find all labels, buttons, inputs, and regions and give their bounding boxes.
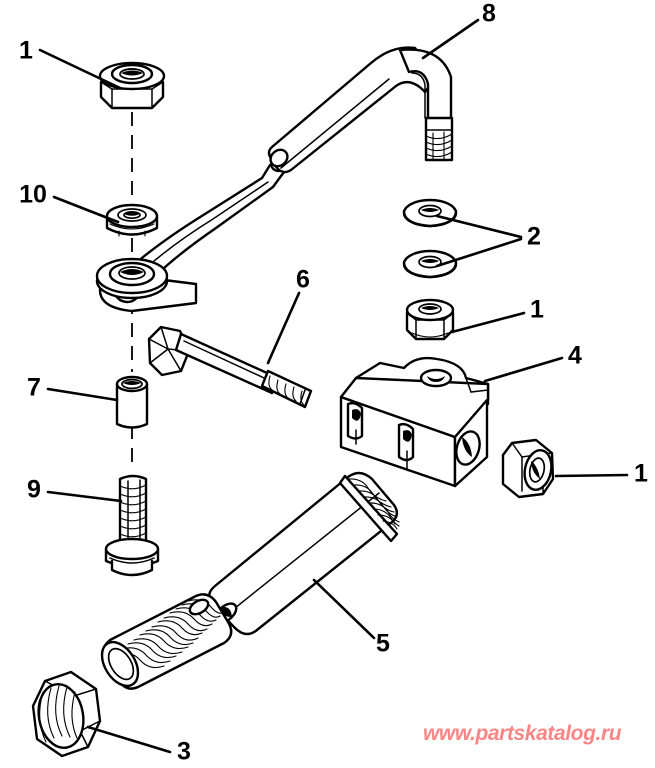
callout-3: 3	[177, 738, 191, 766]
part-2-flat-washer-lower	[402, 249, 458, 279]
part-10-thin-jam-nut	[105, 203, 159, 237]
part-9-flanged-screw	[104, 474, 160, 577]
part-1-lock-nut-top	[98, 61, 166, 110]
callout-1-right-lower: 1	[634, 460, 648, 488]
callout-6: 6	[296, 266, 310, 294]
threaded-nipple-lower	[100, 593, 233, 690]
callout-numbers-layer: 1 10 7 9 3 5 6 8 2 1 4 1	[19, 0, 648, 766]
callout-4: 4	[568, 342, 582, 370]
callout-10: 10	[19, 181, 47, 209]
part-5-threaded-tube	[207, 471, 400, 636]
callout-2: 2	[527, 223, 541, 251]
callout-9: 9	[27, 476, 41, 504]
callout-5: 5	[376, 630, 390, 658]
part-8-bent-steering-rod	[267, 46, 454, 174]
callout-leader-lines	[38, 18, 629, 754]
callout-1-right-upper: 1	[530, 296, 544, 324]
part-7-spacer-bushing	[115, 375, 149, 429]
part-1-lock-nut-right-lower	[501, 438, 555, 499]
part-3-large-hex-jam-nut	[31, 670, 102, 758]
callout-7: 7	[27, 374, 41, 402]
part-4-steering-link-bracket	[339, 356, 490, 488]
part-1-lock-nut-right-upper	[405, 298, 455, 341]
part-6-hex-head-bolt	[147, 325, 313, 409]
callout-8: 8	[482, 0, 496, 28]
site-watermark: www.partskatalog.ru	[423, 722, 622, 745]
callout-1-top-left: 1	[19, 37, 33, 65]
part-2-flat-washer-upper	[402, 198, 458, 228]
